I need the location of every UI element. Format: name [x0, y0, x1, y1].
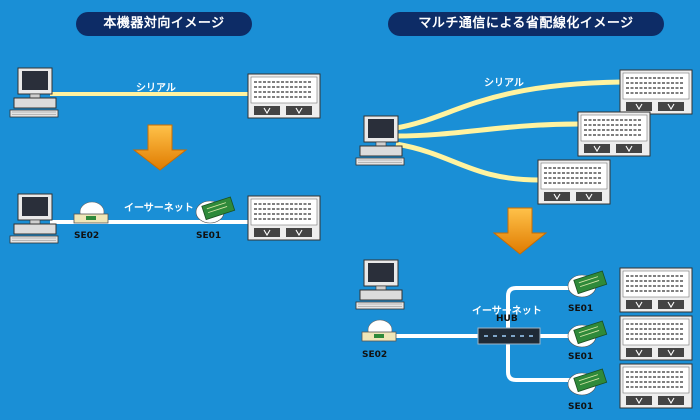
right-serial-cable-3 — [395, 141, 541, 183]
right-se02-label: SE02 — [362, 350, 388, 360]
right-se02-converter — [361, 319, 397, 342]
left-se02-label: SE02 — [74, 231, 100, 241]
left-ethernet-label: イーサーネット — [124, 203, 194, 214]
left-top-computer — [9, 67, 59, 118]
right-ethernet-branch-top — [506, 286, 580, 328]
right-se01-label-a: SE01 — [568, 304, 594, 314]
left-se01-board — [195, 196, 236, 224]
right-down-arrow — [492, 207, 548, 255]
right-se01-board-c — [567, 368, 608, 396]
left-panel-title: 本機器対向イメージ — [76, 12, 252, 36]
left-serial-label: シリアル — [136, 83, 176, 94]
right-serial-panel-1 — [619, 69, 693, 115]
right-ethernet-branch-bottom — [506, 344, 580, 382]
right-se01-label-b: SE01 — [568, 352, 594, 362]
right-hub — [477, 327, 541, 345]
right-eth-panel-1 — [619, 267, 693, 313]
right-se01-label-c: SE01 — [568, 402, 594, 412]
left-bottom-control-panel — [247, 195, 321, 241]
right-serial-cable-2 — [395, 121, 581, 139]
right-eth-panel-3 — [619, 363, 693, 409]
right-se01-board-a — [567, 270, 608, 298]
right-top-computer — [355, 115, 405, 166]
right-ethernet-label: イーサーネット — [472, 306, 542, 317]
right-serial-cable-1 — [395, 79, 623, 131]
right-bottom-computer — [355, 259, 405, 310]
right-eth-panel-2 — [619, 315, 693, 361]
right-serial-panel-2 — [577, 111, 651, 157]
left-top-control-panel — [247, 73, 321, 119]
right-panel-title: マルチ通信による省配線化イメージ — [388, 12, 664, 36]
left-bottom-computer — [9, 193, 59, 244]
right-se01-board-b — [567, 320, 608, 348]
left-se02-converter — [73, 201, 109, 224]
right-serial-label: シリアル — [484, 78, 524, 89]
right-serial-panel-3 — [537, 159, 611, 205]
right-hub-label: HUB — [496, 314, 518, 324]
left-down-arrow — [132, 124, 188, 171]
left-se01-label: SE01 — [196, 231, 222, 241]
